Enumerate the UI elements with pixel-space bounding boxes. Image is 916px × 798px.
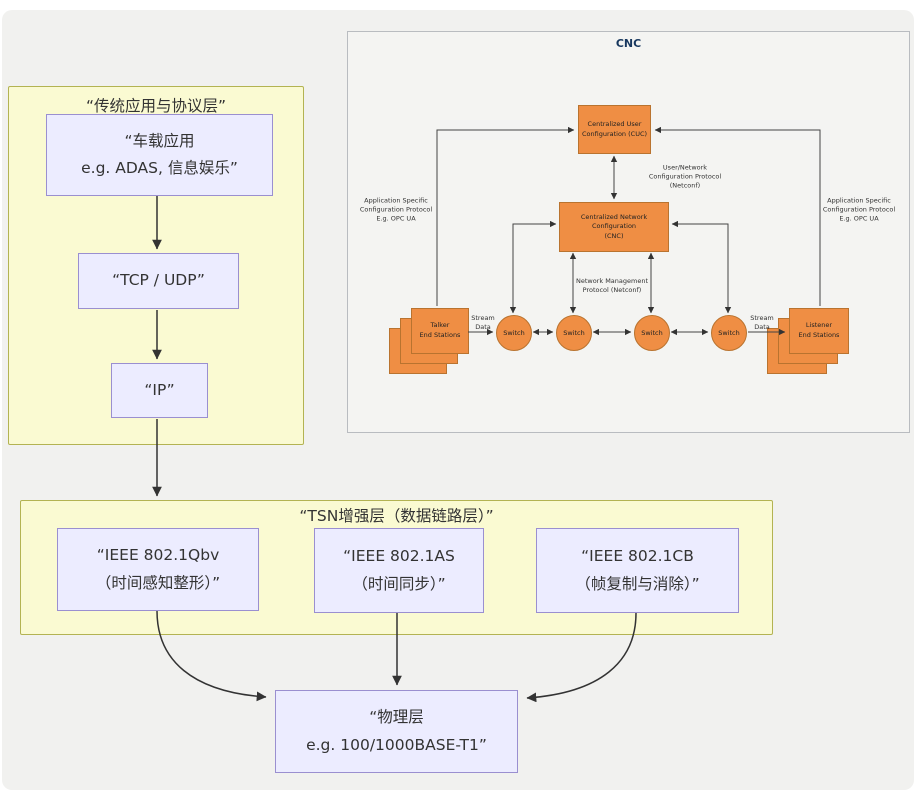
talker-card-front: Talker End Stations (411, 308, 469, 354)
cnc-line1: Centralized Network Configuration (580, 212, 648, 231)
listener-end-stations-stack: Listener End Stations (767, 308, 849, 374)
ip-label: “IP” (144, 380, 175, 399)
vehicle-app-line1: “车载应用 (124, 131, 195, 150)
switch-node-2: Switch (556, 315, 592, 351)
ieee-8021as-node: “IEEE 802.1AS （时间同步）” (314, 528, 484, 613)
ieee-8021cb-node: “IEEE 802.1CB （帧复制与消除）” (536, 528, 739, 613)
right-protocol-label: Application Specific Configuration Proto… (822, 196, 896, 223)
switch-3-label: Switch (641, 329, 663, 337)
network-mgmt-protocol-label: Network Management Protocol (Netconf) (575, 276, 649, 294)
user-network-protocol-label: User/Network Configuration Protocol (Net… (648, 163, 722, 190)
stream-data-label-right: Stream Data (750, 313, 774, 331)
as-line1: “IEEE 802.1AS (343, 547, 455, 566)
traditional-app-layer-container: “传统应用与协议层” “车载应用 e.g. ADAS, 信息娱乐” “TCP /… (8, 86, 304, 445)
left-protocol-label: Application Specific Configuration Proto… (359, 196, 433, 223)
cnc-line2: (CNC) (604, 231, 624, 240)
switch-4-label: Switch (718, 329, 740, 337)
cnc-diagram-container: CNC Centralized User Configuration (CUC)… (347, 31, 910, 433)
switch-1-label: Switch (503, 329, 525, 337)
switch-node-3: Switch (634, 315, 670, 351)
cuc-node: Centralized User Configuration (CUC) (578, 105, 651, 154)
cnc-diagram-title: CNC (615, 37, 642, 50)
tsn-layer-title: “TSN增强层（数据链路层）” (299, 507, 494, 525)
talker-end-stations-stack: Talker End Stations (389, 308, 469, 374)
switch-2-label: Switch (563, 329, 585, 337)
vehicle-app-line2: e.g. ADAS, 信息娱乐” (81, 159, 238, 177)
qbv-line2: （时间感知整形）” (95, 573, 221, 592)
qbv-line1: “IEEE 802.1Qbv (96, 546, 220, 565)
traditional-app-layer-title: “传统应用与协议层” (85, 97, 227, 115)
stream-data-label-left: Stream Data (471, 313, 495, 331)
tcp-udp-node: “TCP / UDP” (78, 253, 239, 309)
listener-line1: Listener (805, 321, 833, 330)
vehicle-app-node: “车载应用 e.g. ADAS, 信息娱乐” (46, 114, 273, 196)
switch-node-1: Switch (496, 315, 532, 351)
listener-card-front: Listener End Stations (789, 308, 849, 354)
tcp-udp-label: “TCP / UDP” (112, 271, 205, 290)
listener-line2: End Stations (798, 331, 840, 339)
tsn-layer-container: “TSN增强层（数据链路层）” “IEEE 802.1Qbv （时间感知整形）”… (20, 500, 773, 635)
talker-line1: Talker (430, 321, 450, 330)
cuc-line2: Configuration (CUC) (581, 129, 648, 138)
physical-layer-node: “物理层 e.g. 100/1000BASE-T1” (275, 690, 518, 773)
talker-line2: End Stations (419, 331, 461, 339)
ip-node: “IP” (111, 363, 208, 418)
as-line2: （时间同步）” (352, 574, 446, 593)
cuc-line1: Centralized User (587, 120, 642, 129)
cb-line2: （帧复制与消除）” (575, 574, 700, 593)
switch-node-4: Switch (711, 315, 747, 351)
physical-line2: e.g. 100/1000BASE-T1” (306, 735, 487, 754)
ieee-8021qbv-node: “IEEE 802.1Qbv （时间感知整形）” (57, 528, 259, 611)
cb-line1: “IEEE 802.1CB (581, 547, 694, 566)
physical-line1: “物理层 (369, 708, 424, 727)
cnc-node: Centralized Network Configuration (CNC) (559, 202, 669, 252)
